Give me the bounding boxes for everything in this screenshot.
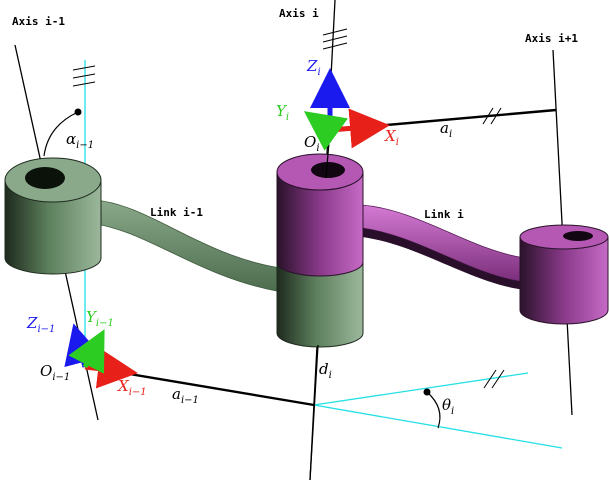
x-axis-prev <box>84 348 138 389</box>
axis-label-prev: Axis i-1 <box>12 15 65 28</box>
link-label-cur: Link i <box>424 208 464 221</box>
axis-label-cur: Axis i <box>279 7 319 20</box>
a-i-label: ai <box>440 119 452 140</box>
joint-cylinder-next <box>519 224 609 325</box>
z-label-prev: Zi−1 <box>26 314 55 335</box>
origin-label-prev: Oi−1 <box>40 362 70 383</box>
y-axis-prev <box>68 329 105 374</box>
joint-cylinder-cur <box>276 153 364 348</box>
theta-arc <box>426 391 441 429</box>
x-label-i: Xi <box>384 127 399 148</box>
alpha-arc <box>43 111 79 157</box>
link-label-prev: Link i-1 <box>150 206 203 219</box>
theta-dot <box>423 388 431 396</box>
a-prev-label: ai−1 <box>172 385 199 406</box>
alpha-dot <box>74 108 82 116</box>
x-label-prev: Xi−1 <box>117 377 147 398</box>
z-label-i: Zi <box>306 57 321 78</box>
frame-i-triad <box>303 68 390 151</box>
parallel-mark-cur <box>322 28 348 50</box>
alpha-label: αi−1 <box>66 130 94 151</box>
parallel-mark-prev <box>72 65 96 87</box>
theta-label: θi <box>442 396 454 417</box>
axis-line-cur-bottom <box>309 344 319 480</box>
x-axis-i <box>329 108 390 149</box>
link-bar-cur-shadow <box>362 228 525 290</box>
y-label-i: Yi <box>276 102 289 123</box>
axis-label-next: Axis i+1 <box>525 32 578 45</box>
origin-label-i: Oi <box>304 133 320 154</box>
frame-prev-triad <box>64 323 138 389</box>
d-i-label: di <box>319 360 332 381</box>
theta-ref-line-1 <box>313 372 529 406</box>
y-label-prev: Yi−1 <box>86 308 114 329</box>
joint-cylinder-prev <box>4 157 102 275</box>
y-axis-i <box>303 111 349 151</box>
parallel-mark-theta <box>483 369 505 389</box>
